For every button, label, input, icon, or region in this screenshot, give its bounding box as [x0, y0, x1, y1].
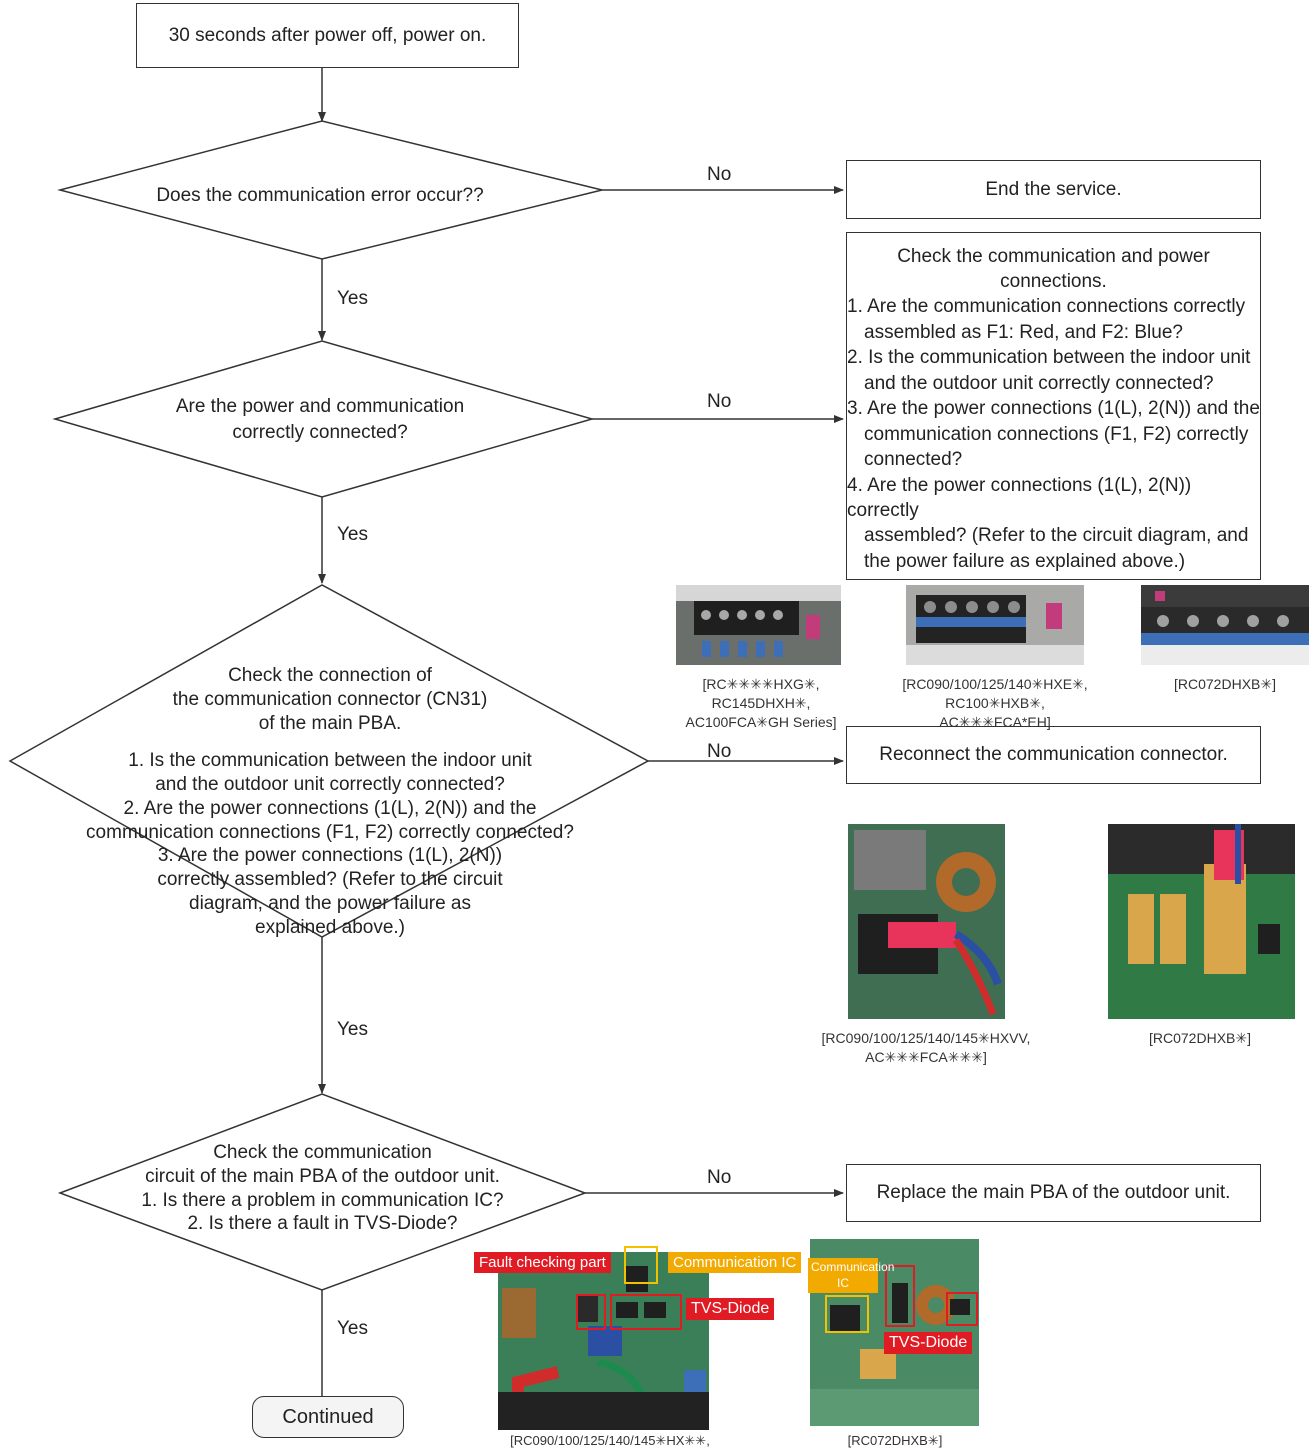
fault-checking-tag: Fault checking part: [474, 1252, 611, 1273]
decision-diamond-2: [52, 340, 595, 498]
yes-label-2: Yes: [337, 524, 368, 545]
pba-caption-1: [RC090/100/125/140/145✳HX✳✳,: [510, 1433, 710, 1448]
comm-ic-highlight-1: [624, 1246, 658, 1284]
decision-3-text: Check the connection of the communicatio…: [86, 665, 574, 938]
tvs-highlight-2a: [885, 1265, 915, 1327]
connector-caption-2: [RC072DHXB✳]: [1149, 1030, 1251, 1046]
no-label-1: No: [707, 164, 732, 185]
terminal-caption-2: [RC090/100/125/140✳HXE✳,RC100✳HXB✳,AC✳✳✳…: [902, 676, 1088, 730]
reconnect-box: Reconnect the communication connector.: [846, 726, 1261, 784]
tvs-diode-tag-2: TVS-Diode: [884, 1332, 973, 1354]
pba-photo-1: [498, 1252, 709, 1430]
connector-photo-1: [848, 824, 1005, 1019]
terminal-caption-1: [RC✳✳✳✳HXG✳,RC145DHXH✳,AC100FCA✳GH Serie…: [685, 676, 837, 730]
decision-diamond-1: [57, 120, 603, 260]
check-connections-box: Check the communication and power connec…: [846, 232, 1261, 580]
comm-ic-highlight-2: [825, 1295, 869, 1333]
tvs-diode-tag-1: TVS-Diode: [686, 1298, 775, 1320]
terminal-caption-3: [RC072DHXB✳]: [1174, 676, 1276, 692]
replace-pba-box: Replace the main PBA of the outdoor unit…: [846, 1164, 1261, 1222]
tvs-highlight-1: [610, 1294, 682, 1330]
no-label-3: No: [707, 741, 732, 762]
no-label-2: No: [707, 391, 732, 412]
connector-photo-2: [1108, 824, 1295, 1019]
terminal-block-photo-1: [676, 585, 841, 665]
decision-diamond-3: [8, 584, 650, 938]
end-service-box: End the service.: [846, 160, 1261, 219]
yes-label-3: Yes: [337, 1019, 368, 1040]
terminal-block-photo-2: [906, 585, 1084, 665]
connector-caption-1: [RC090/100/125/140/145✳HXVV,AC✳✳✳FCA✳✳✳]: [821, 1030, 1031, 1065]
decision-diamond-4: [57, 1093, 588, 1291]
yes-label-4: Yes: [337, 1318, 368, 1339]
pba-caption-2: [RC072DHXB✳]: [847, 1433, 943, 1448]
decision-1-text: Does the communication error occur??: [156, 185, 484, 206]
decision-4-text: Check the communication circuit of the m…: [141, 1142, 504, 1235]
fault-part-highlight-1: [576, 1294, 606, 1330]
no-label-4: No: [707, 1167, 732, 1188]
yes-label-1: Yes: [337, 288, 368, 309]
tvs-highlight-2b: [946, 1292, 978, 1326]
continued-terminal: Continued: [252, 1396, 404, 1438]
start-step: 30 seconds after power off, power on.: [136, 3, 519, 68]
terminal-block-photo-3: [1141, 585, 1309, 665]
comm-ic-tag-1: Communication IC: [668, 1252, 802, 1273]
